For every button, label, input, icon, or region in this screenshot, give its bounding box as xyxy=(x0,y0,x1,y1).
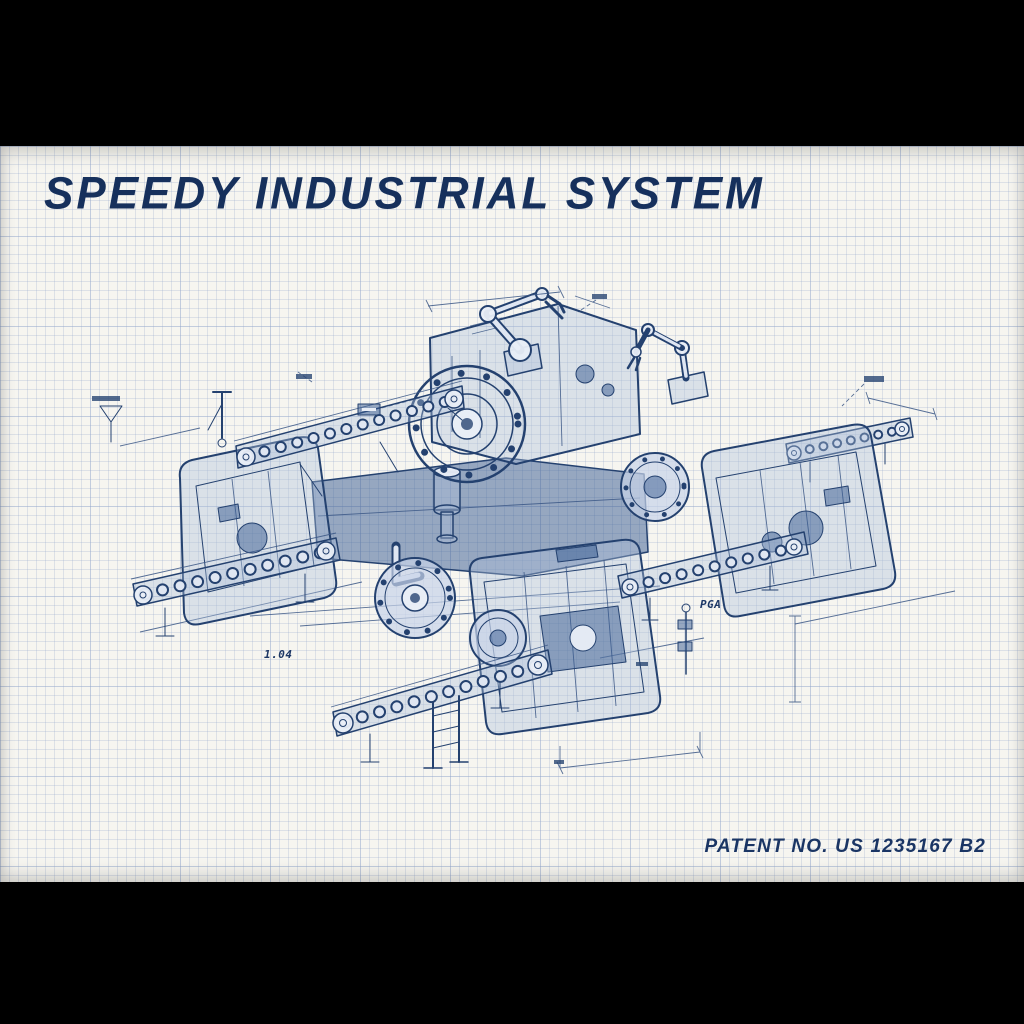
central-gearbox-housing xyxy=(429,303,641,465)
dimension-lines xyxy=(99,285,938,775)
blueprint-paper: SPEEDY INDUSTRIAL SYSTEM xyxy=(0,146,1024,882)
left-conveyor xyxy=(130,532,341,637)
page-title: SPEEDY INDUSTRIAL SYSTEM xyxy=(44,168,765,219)
annotation-labels: PGA 1.04 xyxy=(264,598,721,661)
robotic-arm-right xyxy=(626,323,709,405)
front-conveyor xyxy=(330,644,553,763)
main-gear-flange xyxy=(407,364,527,484)
gear-flange-right xyxy=(620,452,690,522)
annotation-label: 1.04 xyxy=(264,648,293,661)
boom-conveyor xyxy=(233,380,465,497)
letterbox-top xyxy=(0,0,1024,146)
support-ladder xyxy=(423,695,469,769)
clamp-bracket xyxy=(677,603,693,675)
letterbox-bottom xyxy=(0,882,1024,1024)
gear-flange-front-left xyxy=(374,557,456,639)
blueprint-drawing: PGA 1.04 xyxy=(92,285,956,775)
annotation-smudges xyxy=(92,294,884,764)
patent-number: PATENT NO. US 1235167 B2 xyxy=(704,836,986,857)
annotation-label: PGA xyxy=(700,598,721,611)
gear-flange-front xyxy=(469,609,527,667)
right-conveyor xyxy=(617,531,809,621)
far-right-conveyor xyxy=(785,417,914,483)
front-machine-cab xyxy=(468,538,662,736)
right-machine-cab xyxy=(700,423,897,618)
robotic-arm-left xyxy=(479,287,566,377)
